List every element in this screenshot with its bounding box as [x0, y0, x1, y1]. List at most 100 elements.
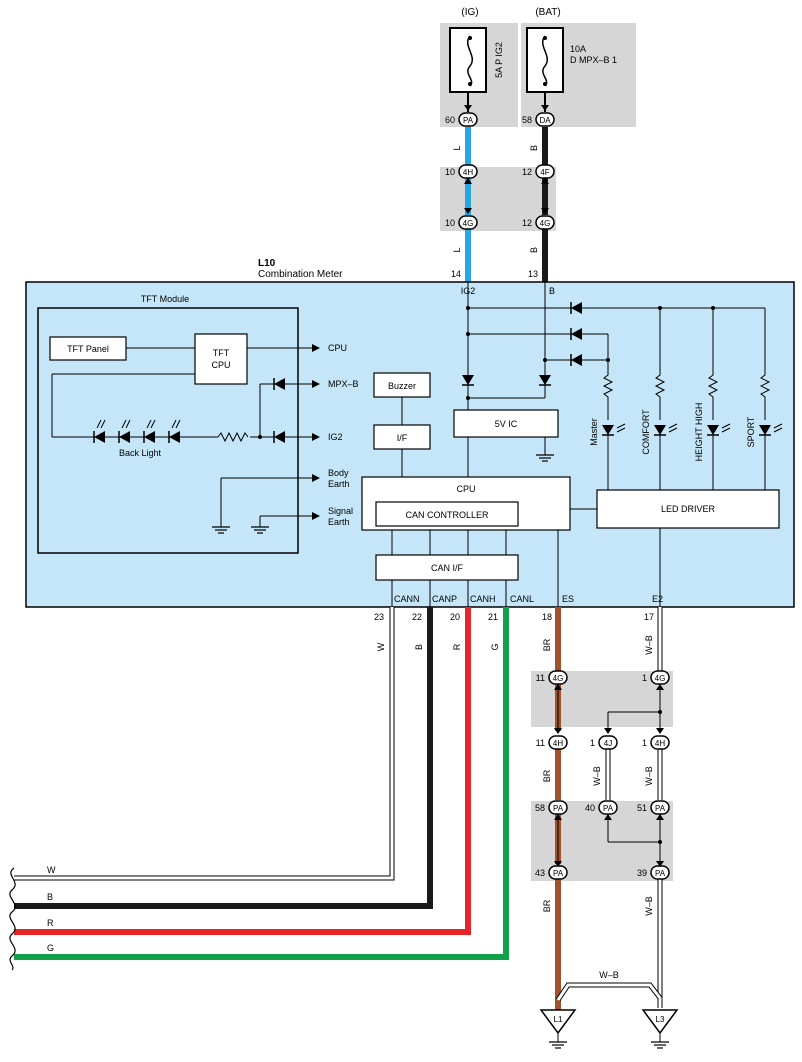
svg-text:12: 12 — [522, 167, 532, 177]
pin-number: 22 — [412, 612, 422, 622]
svg-text:TFT: TFT — [213, 348, 230, 358]
svg-text:60: 60 — [445, 115, 455, 125]
svg-text:CAN I/F: CAN I/F — [431, 563, 464, 573]
connector-4g-1: 4G 1 — [642, 670, 670, 690]
connector-4g-12: 4G 12 — [522, 208, 555, 230]
pin-number: 14 — [451, 269, 461, 279]
svg-text:LED DRIVER: LED DRIVER — [661, 504, 716, 514]
wire-color-label: L — [452, 247, 462, 252]
connector-4h-10: 4H 10 — [445, 164, 478, 184]
svg-text:MPX–B: MPX–B — [328, 379, 359, 389]
light-rays-icon — [96, 419, 181, 429]
pin-number: 17 — [644, 612, 654, 622]
svg-text:11: 11 — [536, 738, 545, 748]
wire-r — [14, 607, 471, 935]
svg-text:58: 58 — [535, 803, 545, 813]
connector-pa-40: PA 40 — [585, 800, 618, 820]
svg-text:1: 1 — [642, 738, 647, 748]
connector-pa-39: PA 39 — [637, 861, 670, 880]
fuse-bat-header: (BAT) — [535, 7, 560, 18]
wire-color-label: B — [529, 145, 539, 151]
wire-color-label: B — [414, 644, 424, 650]
svg-text:4G: 4G — [540, 219, 551, 228]
wire-color-label: R — [452, 643, 462, 650]
svg-text:Signal: Signal — [328, 506, 353, 516]
svg-text:58: 58 — [522, 115, 532, 125]
if-block: I/F — [373, 424, 431, 450]
wire-color-label: B — [529, 247, 539, 253]
svg-text:Earth: Earth — [328, 517, 350, 527]
connector-4g-10: 4G 10 — [445, 208, 478, 230]
pin-number: 18 — [542, 612, 552, 622]
wire-color-label: W — [376, 642, 386, 651]
wire-color-label: W–B — [644, 896, 654, 916]
ground-icon — [650, 1041, 670, 1049]
svg-text:4G: 4G — [553, 674, 564, 683]
svg-text:43: 43 — [535, 868, 545, 878]
fuse-bat-name: D MPX–B 1 — [570, 55, 617, 65]
fuse-bat: (BAT) 10A D MPX–B 1 — [521, 7, 636, 127]
connector-4h-1: 4H 1 — [642, 728, 670, 750]
svg-text:5V IC: 5V IC — [495, 419, 518, 429]
svg-text:4H: 4H — [655, 739, 665, 748]
svg-text:Earth: Earth — [328, 479, 350, 489]
wire-w — [14, 607, 395, 881]
ground-l1: L1 — [539, 1009, 577, 1049]
svg-text:4G: 4G — [655, 674, 666, 683]
bus-label-r: R — [47, 918, 54, 928]
bus-label-g: G — [47, 943, 54, 953]
terminal-label: ES — [562, 594, 574, 604]
wire-g — [14, 607, 509, 960]
connector-pa-60: PA 60 — [445, 105, 478, 127]
svg-text:TFT Panel: TFT Panel — [67, 344, 109, 354]
connector-pa-58: PA 58 — [535, 800, 568, 820]
led-driver: LED DRIVER — [596, 489, 780, 529]
connector-4h-11: 4H 11 — [536, 728, 568, 750]
svg-text:PA: PA — [553, 869, 564, 878]
pin-number: 23 — [374, 612, 384, 622]
terminal-label: CANP — [432, 594, 457, 604]
svg-text:4J: 4J — [604, 739, 612, 748]
svg-text:4H: 4H — [463, 168, 473, 177]
connector-4j-1: 4J 1 — [590, 728, 618, 750]
wire-color-label: G — [490, 643, 500, 650]
pin-number: 13 — [528, 269, 538, 279]
svg-text:DA: DA — [539, 116, 551, 125]
fuse-ig: (IG) 5A P IG2 — [440, 7, 518, 127]
svg-text:PA: PA — [655, 804, 666, 813]
svg-text:40: 40 — [585, 803, 595, 813]
can-if-block: CAN I/F — [375, 554, 519, 581]
svg-text:CAN CONTROLLER: CAN CONTROLLER — [405, 510, 489, 520]
svg-text:51: 51 — [637, 803, 647, 813]
svg-text:CPU: CPU — [328, 343, 347, 353]
terminal-label: E2 — [652, 594, 663, 604]
fuse-icon — [467, 35, 473, 87]
svg-text:4G: 4G — [463, 219, 474, 228]
wire-b — [14, 607, 433, 909]
svg-text:TFT Module: TFT Module — [141, 294, 189, 304]
svg-text:L3: L3 — [656, 1015, 665, 1024]
svg-text:10: 10 — [445, 167, 455, 177]
fuse-bat-rating: 10A — [570, 44, 586, 54]
svg-text:39: 39 — [637, 868, 647, 878]
wire-color-label: BR — [542, 899, 552, 912]
led-master: Master — [589, 418, 599, 446]
wire-color-label: L — [452, 145, 462, 150]
led-comfort: COMFORT — [641, 409, 651, 455]
svg-text:IG2: IG2 — [328, 432, 343, 442]
terminal-label: CANN — [394, 594, 420, 604]
ground-icon — [548, 1041, 568, 1049]
svg-text:L1: L1 — [554, 1015, 563, 1024]
pin-number: 20 — [450, 612, 460, 622]
svg-text:Buzzer: Buzzer — [388, 381, 416, 391]
svg-text:PA: PA — [553, 804, 564, 813]
fuse-icon — [542, 35, 548, 87]
connector-pa-51: PA 51 — [637, 800, 670, 820]
meter-name: Combination Meter — [258, 269, 343, 280]
connector-4g-11: 4G 11 — [536, 670, 568, 690]
wire-color-label: W–B — [644, 635, 654, 655]
ground-l3: L3 — [641, 1009, 679, 1049]
terminal-label: B — [549, 286, 555, 296]
connector-pa-43: PA 43 — [535, 861, 568, 880]
